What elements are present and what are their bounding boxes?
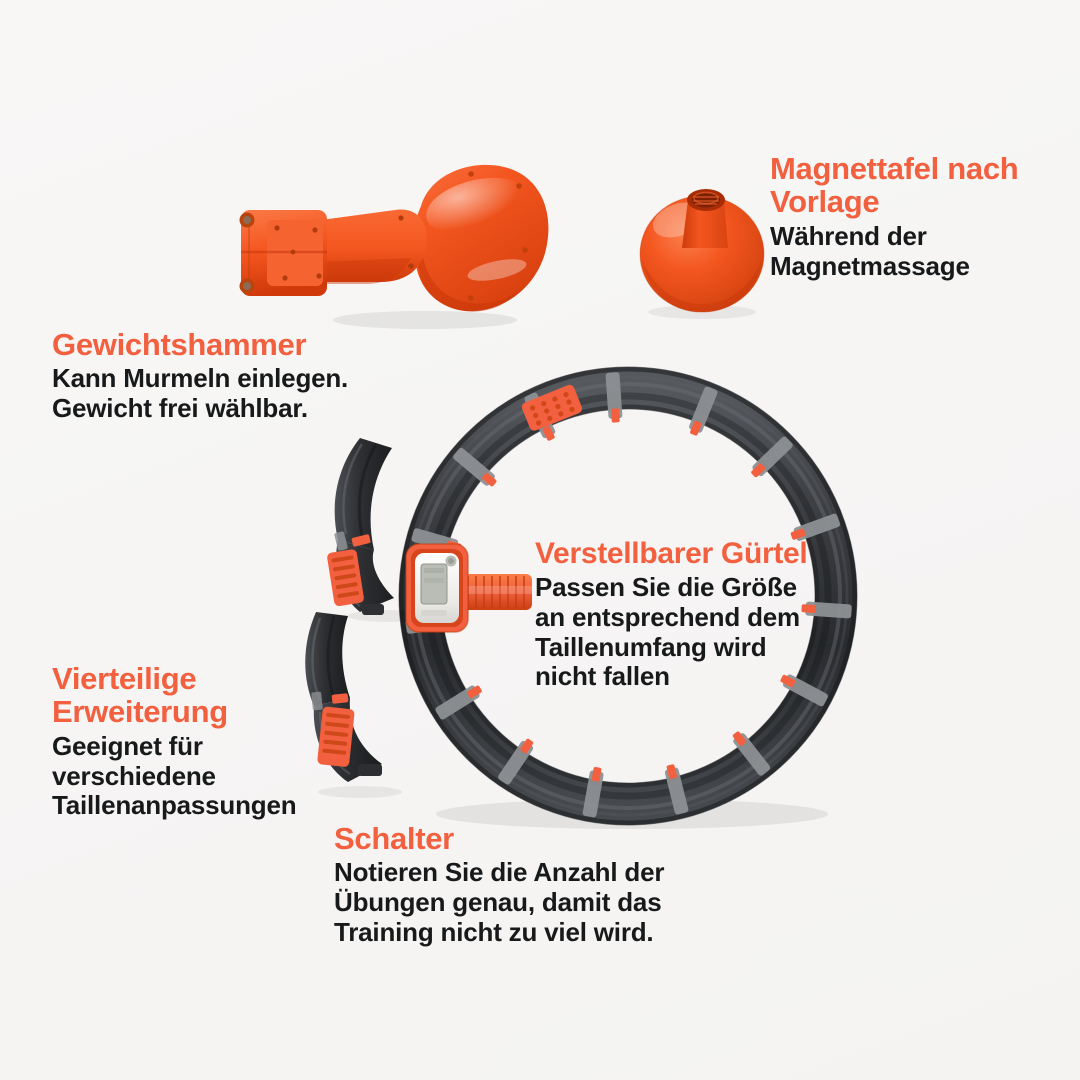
callout-weight-hammer-body: Kann Murmeln einlegen. Gewicht frei wähl…: [52, 363, 349, 424]
lcd-screen: [421, 564, 447, 604]
callout-expansion: Vierteilige Erweiterung Geeignet für ver…: [52, 662, 322, 821]
ring-grip-pad: [521, 384, 583, 431]
callout-switch-title: Schalter: [334, 821, 454, 856]
callout-adjustable-belt-title: Verstellbarer Gürtel: [535, 537, 808, 570]
callout-adjustable-belt: Verstellbarer Gürtel Passen Sie die Größ…: [535, 537, 835, 692]
magnet-cone-image: [632, 176, 772, 321]
callout-switch: Schalter Notieren Sie die Anzahl der Übu…: [334, 822, 694, 947]
threaded-shaft: [460, 574, 532, 610]
callout-magnet: Magnettafel nach Vorlage Während der Mag…: [770, 152, 1040, 281]
callout-switch-body: Notieren Sie die Anzahl der Übungen gena…: [334, 857, 665, 947]
callout-magnet-title: Magnettafel nach Vorlage: [770, 151, 1019, 220]
callout-weight-hammer: Gewichtshammer Kann Murmeln einlegen. Ge…: [52, 328, 382, 424]
expansion-segment-lower-image: [286, 602, 422, 798]
callout-expansion-body: Geeignet für verschiedene Taillenanpassu…: [52, 730, 297, 821]
callout-magnet-body: Während der Magnetmassage: [770, 220, 970, 281]
weight-hammer-image: [225, 158, 555, 333]
callout-expansion-title: Vierteilige Erweiterung: [52, 661, 228, 730]
counter-switch-module-image: [402, 540, 538, 656]
callout-weight-hammer-title: Gewichtshammer: [52, 327, 307, 362]
callout-adjustable-belt-body: Passen Sie die Größe an entsprechend dem…: [535, 572, 800, 692]
expansion-segment-upper-image: [316, 432, 448, 622]
